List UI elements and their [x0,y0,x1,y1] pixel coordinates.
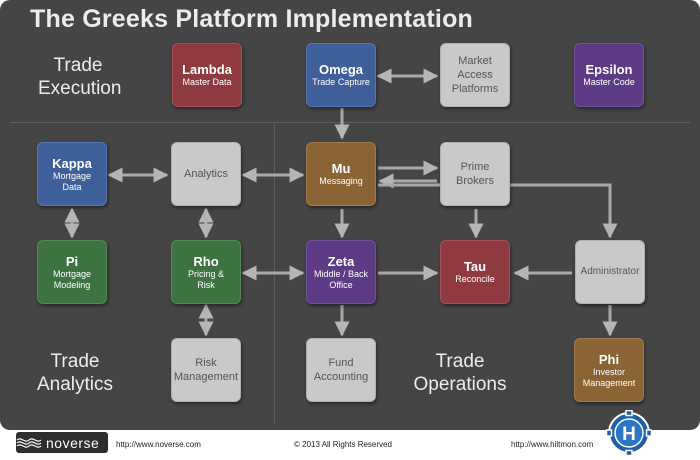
box-title: Kappa [52,155,92,171]
box-subtitle: Reconcile [455,274,495,284]
box-fund-accounting[interactable]: Fund Accounting [306,338,376,402]
box-prime-brokers[interactable]: Prime Brokers [440,142,510,206]
box-rho[interactable]: Rho Pricing & Risk [171,240,241,304]
footer-left-link[interactable]: http://www.noverse.com [116,440,201,449]
box-subtitle: Office [329,279,353,290]
box-line: Administrator [580,266,640,277]
box-phi[interactable]: Phi Investor Management [574,338,644,402]
box-mu[interactable]: Mu Messaging [306,142,376,206]
box-omega[interactable]: Omega Trade Capture [306,43,376,107]
box-subtitle: Master Code [583,77,635,87]
section-label-line: Analytics [36,374,114,395]
footer-right-link[interactable]: http://www.hiltmon.com [511,440,594,449]
noverse-logo[interactable]: noverse [16,432,108,453]
box-subtitle: Middle / Back [313,268,369,279]
box-administrator[interactable]: Administrator [575,240,645,304]
box-epsilon[interactable]: Epsilon Master Code [574,43,644,107]
footer-copyright: © 2013 All Rights Reserved [294,440,392,449]
box-line: Accounting [313,371,369,383]
box-subtitle: Modeling [53,279,91,290]
page-title: The Greeks Platform Implementation [30,5,474,33]
connector-arrows [64,68,618,337]
box-title: Omega [318,62,364,77]
box-analytics[interactable]: Analytics [171,142,241,206]
box-subtitle: Mortgage [52,268,92,279]
box-title: Mu [331,161,351,176]
box-tau[interactable]: Tau Reconcile [440,240,510,304]
box-title: Lambda [182,62,232,77]
noverse-logo-text: noverse [46,434,100,451]
box-subtitle: Pricing & [187,268,224,279]
box-line: Access [457,69,493,81]
box-subtitle: Mortgage [52,170,92,181]
box-title: Pi [65,253,79,269]
hiltmon-logo-letter: H [622,424,636,445]
noverse-wave-icon [16,437,42,448]
section-label-trade-analytics: Trade Analytics [30,350,120,396]
box-line: Brokers [456,175,494,187]
box-subtitle: Risk [197,279,215,290]
box-lambda[interactable]: Lambda Master Data [172,43,242,107]
box-zeta[interactable]: Zeta Middle / Back Office [306,240,376,304]
box-kappa[interactable]: Kappa Mortgage Data [37,142,107,206]
box-line: Platforms [451,83,499,95]
section-label-line: Trade [53,55,103,76]
box-line: Prime [460,161,490,173]
box-subtitle: Investor [592,366,625,377]
box-subtitle: Data [62,181,82,192]
box-pi[interactable]: Pi Mortgage Modeling [37,240,107,304]
box-line: Analytics [183,168,229,180]
box-risk-management[interactable]: Risk Management [171,338,241,402]
box-title: Zeta [327,253,355,269]
box-line: Fund [328,357,354,369]
gear-icon [606,410,652,456]
box-line: Risk [195,357,217,369]
section-label-line: Execution [38,78,122,99]
box-subtitle: Messaging [319,176,363,186]
section-label-line: Operations [413,374,507,395]
box-subtitle: Master Data [182,77,232,87]
section-label-line: Trade [50,351,100,372]
section-label-trade-operations: Trade Operations [408,350,512,396]
box-title: Epsilon [585,62,633,77]
box-line: Management [173,371,239,383]
box-subtitle: Trade Capture [312,77,370,87]
diagram-panel: The Greeks Platform Implementation Trade… [0,0,700,430]
box-title: Tau [463,259,487,274]
box-title: Phi [598,351,620,367]
box-subtitle: Management [582,377,636,388]
box-title: Rho [193,253,219,269]
section-divider-horizontal [10,122,690,123]
section-label-trade-execution: Trade Execution [38,54,122,100]
box-line: Market [458,55,492,67]
box-market-access-platforms[interactable]: Market Access Platforms [440,43,510,107]
section-label-line: Trade [435,351,485,372]
hiltmon-logo[interactable]: H [606,410,652,456]
footer: noverse http://www.noverse.com © 2013 Al… [0,410,700,460]
